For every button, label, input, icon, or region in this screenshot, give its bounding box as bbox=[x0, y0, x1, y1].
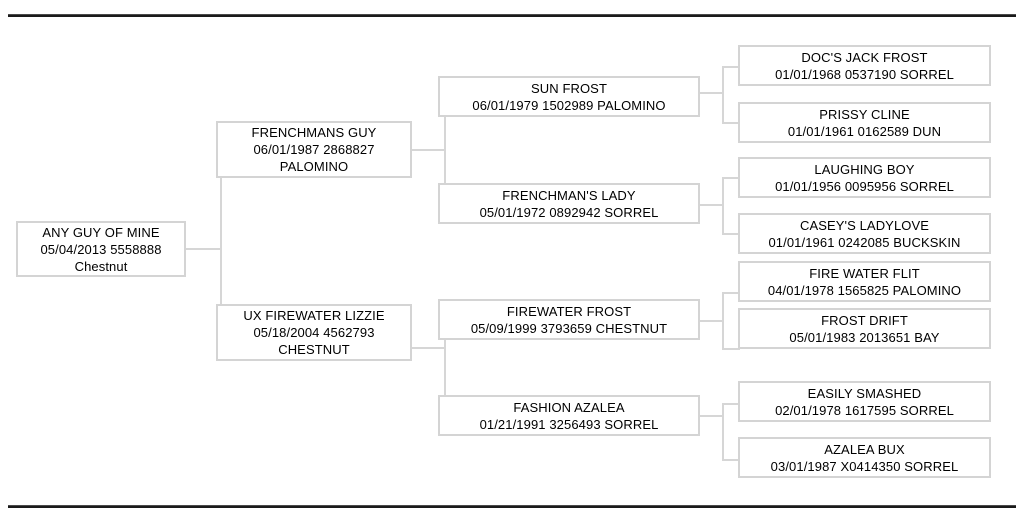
node-gen4-0[interactable]: DOC'S JACK FROST 01/01/1968 0537190 SORR… bbox=[738, 45, 991, 86]
node-gen4-0-name: DOC'S JACK FROST bbox=[801, 49, 928, 65]
bottom-divider-rule bbox=[8, 505, 1016, 508]
node-gen2-1[interactable]: UX FIREWATER LIZZIE 05/18/2004 4562793 C… bbox=[216, 304, 412, 361]
connector-gen4-6-stub bbox=[722, 403, 740, 405]
node-root[interactable]: ANY GUY OF MINE 05/04/2013 5558888 Chest… bbox=[16, 221, 186, 277]
node-gen2-0[interactable]: FRENCHMANS GUY 06/01/1987 2868827 PALOMI… bbox=[216, 121, 412, 178]
node-gen3-1-detail: 05/01/1972 0892942 SORREL bbox=[479, 204, 659, 220]
node-gen3-0[interactable]: SUN FROST 06/01/1979 1502989 PALOMINO bbox=[438, 76, 700, 117]
connector-gen3-2-bracket bbox=[722, 292, 724, 350]
node-gen4-3-detail: 01/01/1961 0242085 BUCKSKIN bbox=[768, 234, 961, 250]
connector-gen3-1-bracket bbox=[722, 177, 724, 235]
node-gen4-2-detail: 01/01/1956 0095956 SORREL bbox=[775, 178, 954, 194]
node-gen3-0-name: SUN FROST bbox=[530, 80, 607, 96]
connector-gen2-0-bracket bbox=[444, 92, 446, 206]
node-gen3-3[interactable]: FASHION AZALEA 01/21/1991 3256493 SORREL bbox=[438, 395, 700, 436]
node-gen4-2[interactable]: LAUGHING BOY 01/01/1956 0095956 SORREL bbox=[738, 157, 991, 198]
connector-gen4-0-stub bbox=[722, 66, 740, 68]
connector-root-bracket bbox=[220, 149, 222, 349]
node-gen2-0-detail: 06/01/1987 2868827 bbox=[253, 142, 375, 157]
node-gen4-0-detail: 01/01/1968 0537190 SORREL bbox=[775, 66, 954, 82]
node-gen3-0-detail: 06/01/1979 1502989 PALOMINO bbox=[472, 97, 666, 113]
node-gen4-6-name: EASILY SMASHED bbox=[807, 385, 922, 401]
node-gen4-4-detail: 04/01/1978 1565825 PALOMINO bbox=[767, 282, 962, 298]
node-gen4-6[interactable]: EASILY SMASHED 02/01/1978 1617595 SORREL bbox=[738, 381, 991, 422]
node-gen4-1-detail: 01/01/1961 0162589 DUN bbox=[787, 123, 942, 139]
node-gen4-6-detail: 02/01/1978 1617595 SORREL bbox=[775, 402, 954, 418]
node-gen4-5-detail: 05/01/1983 2013651 BAY bbox=[789, 329, 940, 345]
node-gen4-4-name: FIRE WATER FLIT bbox=[809, 265, 920, 281]
top-divider-rule bbox=[8, 14, 1016, 17]
node-gen4-2-name: LAUGHING BOY bbox=[814, 161, 915, 177]
node-gen4-3-name: CASEY'S LADYLOVE bbox=[799, 217, 930, 233]
node-gen4-3[interactable]: CASEY'S LADYLOVE 01/01/1961 0242085 BUCK… bbox=[738, 213, 991, 254]
node-gen4-4[interactable]: FIRE WATER FLIT 04/01/1978 1565825 PALOM… bbox=[738, 261, 991, 302]
node-root-name: ANY GUY OF MINE bbox=[42, 224, 160, 240]
connector-gen2-1-bracket bbox=[444, 320, 446, 416]
connector-gen4-1-stub bbox=[722, 122, 740, 124]
connector-gen3-1-out bbox=[700, 204, 724, 206]
connector-gen4-5-stub bbox=[722, 348, 740, 350]
node-gen3-2-detail: 05/09/1999 3793659 CHESTNUT bbox=[470, 320, 668, 336]
connector-gen3-0-bracket bbox=[722, 66, 724, 124]
node-gen3-1[interactable]: FRENCHMAN'S LADY 05/01/1972 0892942 SORR… bbox=[438, 183, 700, 224]
node-gen2-0-color: PALOMINO bbox=[279, 159, 349, 174]
node-root-detail: 05/04/2013 5558888 bbox=[40, 241, 162, 257]
node-gen4-1[interactable]: PRISSY CLINE 01/01/1961 0162589 DUN bbox=[738, 102, 991, 143]
node-gen4-5-name: FROST DRIFT bbox=[821, 312, 908, 328]
connector-gen4-4-stub bbox=[722, 292, 740, 294]
node-gen4-5[interactable]: FROST DRIFT 05/01/1983 2013651 BAY bbox=[738, 308, 991, 349]
connector-root-stub bbox=[186, 248, 222, 250]
node-gen3-3-detail: 01/21/1991 3256493 SORREL bbox=[479, 416, 659, 432]
node-gen4-7-name: AZALEA BUX bbox=[824, 441, 905, 457]
connector-gen3-2-out bbox=[700, 320, 724, 322]
node-gen4-7-detail: 03/01/1987 X0414350 SORREL bbox=[770, 458, 959, 474]
node-gen4-7[interactable]: AZALEA BUX 03/01/1987 X0414350 SORREL bbox=[738, 437, 991, 478]
node-gen3-2-name: FIREWATER FROST bbox=[506, 303, 632, 319]
connector-gen2-1-out bbox=[412, 347, 446, 349]
node-gen2-1-color: CHESTNUT bbox=[278, 342, 350, 357]
connector-gen4-2-stub bbox=[722, 177, 740, 179]
node-gen3-2[interactable]: FIREWATER FROST 05/09/1999 3793659 CHEST… bbox=[438, 299, 700, 340]
node-gen2-1-detail: 05/18/2004 4562793 bbox=[253, 325, 375, 340]
node-root-color: Chestnut bbox=[74, 258, 128, 274]
node-gen2-0-name: FRENCHMANS GUY bbox=[251, 125, 377, 140]
node-gen4-1-name: PRISSY CLINE bbox=[819, 106, 910, 122]
connector-gen3-3-bracket bbox=[722, 403, 724, 461]
connector-gen3-0-out bbox=[700, 92, 724, 94]
connector-gen4-3-stub bbox=[722, 233, 740, 235]
node-gen3-3-name: FASHION AZALEA bbox=[513, 399, 625, 415]
node-gen2-1-name: UX FIREWATER LIZZIE bbox=[243, 308, 385, 323]
node-gen3-1-name: FRENCHMAN'S LADY bbox=[502, 187, 636, 203]
connector-gen3-3-out bbox=[700, 415, 724, 417]
connector-gen4-7-stub bbox=[722, 459, 740, 461]
connector-gen2-0-out bbox=[412, 149, 446, 151]
